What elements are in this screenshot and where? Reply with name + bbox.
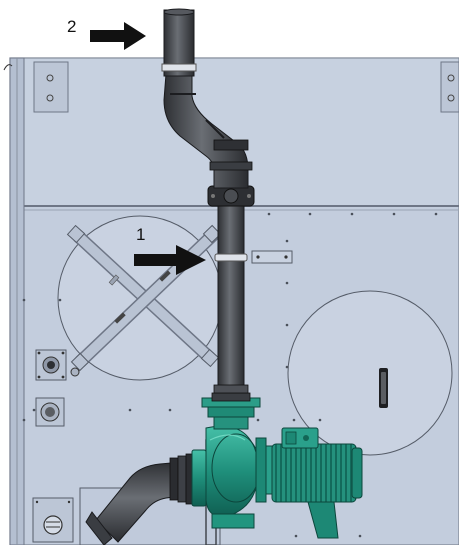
callout-arrow-2 [90, 22, 146, 50]
top-left-bracket [33, 61, 69, 113]
terminal-box [281, 427, 319, 449]
left-connector-square [35, 349, 67, 381]
discharge-flange [201, 397, 261, 430]
left-small-fitting [70, 367, 80, 377]
inspection-hatch [287, 290, 453, 456]
pump-motor [211, 427, 363, 539]
left-drain-port [35, 397, 65, 427]
top-right-bracket [440, 61, 459, 113]
rivets [22, 212, 438, 538]
angled-pipe [163, 73, 253, 189]
mounting-plate [251, 250, 293, 264]
pipe-clamp [214, 253, 248, 262]
callout-label-2: 2 [67, 17, 77, 36]
vent-pipe-outlet [161, 8, 197, 77]
callout-label-1: 1 [136, 225, 146, 244]
bottom-left-port [32, 497, 74, 543]
vent-pipe [211, 199, 251, 402]
callout-arrow-1 [134, 245, 206, 275]
pump-housing [191, 425, 275, 518]
suction-pipe [85, 453, 193, 546]
